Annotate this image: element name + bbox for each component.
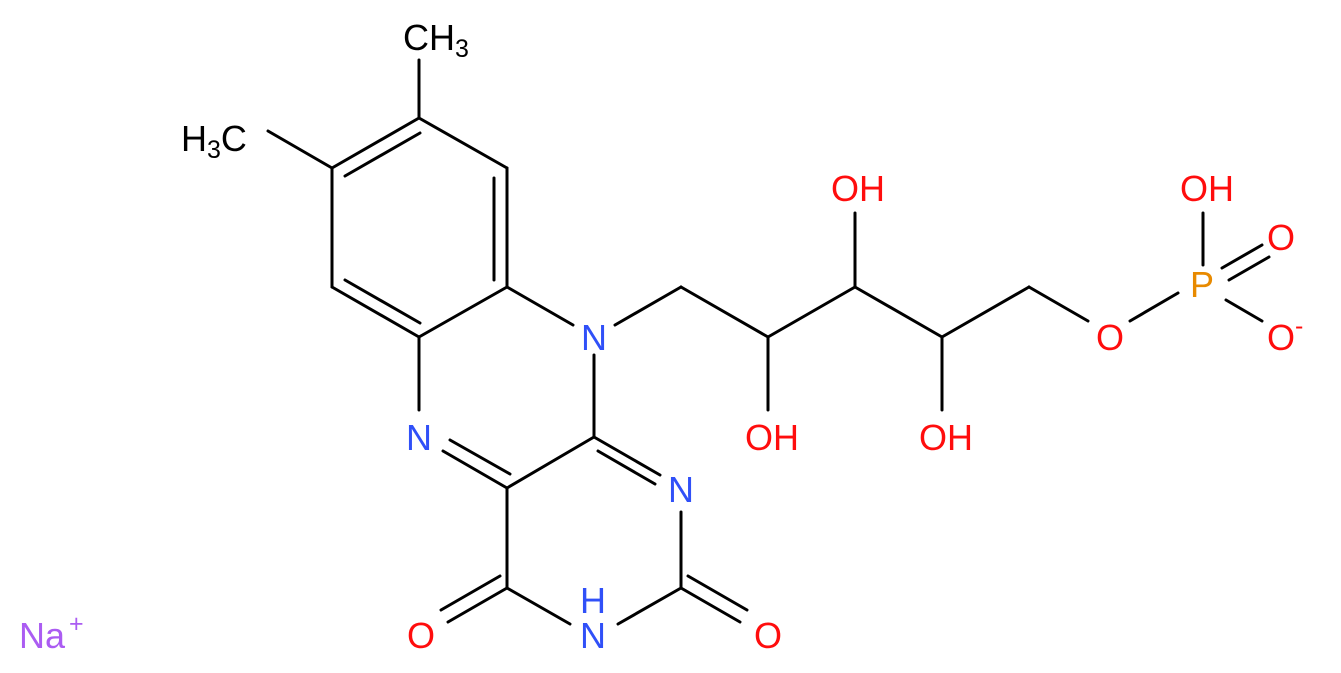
bond xyxy=(679,285,770,339)
bond-lines xyxy=(266,58,1271,626)
bond xyxy=(343,278,422,325)
sodium-cation: Na+ xyxy=(19,610,84,656)
methyl-group-left: H3C xyxy=(181,118,247,164)
bond xyxy=(940,285,1031,339)
imide-h: H xyxy=(580,580,606,621)
bond xyxy=(1027,285,1090,323)
bond xyxy=(330,116,421,170)
methyl-top-subscript: 3 xyxy=(455,35,469,63)
bond xyxy=(266,129,334,170)
bond xyxy=(446,586,509,624)
hydroxyl-upper: OH xyxy=(831,168,885,209)
bond xyxy=(592,435,662,477)
bond xyxy=(1224,298,1264,323)
imide-n: N xyxy=(580,615,606,656)
methyl-top-ch: CH xyxy=(403,17,455,58)
methyl-left-c: C xyxy=(221,118,247,159)
methyl-left-subscript: 3 xyxy=(207,136,221,164)
nitrogen-n1: N xyxy=(668,469,694,510)
nitrogen-n10: N xyxy=(581,317,607,358)
bond xyxy=(441,449,509,490)
hydroxyl-phosphate: OH xyxy=(1180,168,1234,209)
bond xyxy=(417,116,509,170)
bond xyxy=(343,131,422,178)
hydroxyl-lower-right: OH xyxy=(919,417,973,458)
hydroxyl-lower-left: OH xyxy=(745,417,799,458)
bond xyxy=(505,586,572,626)
oxygen-keto-c2: O xyxy=(754,615,782,656)
bond xyxy=(448,438,512,476)
bond xyxy=(616,586,683,626)
nitrogen-n5: N xyxy=(406,417,432,458)
bond xyxy=(330,285,421,339)
bond xyxy=(613,285,683,327)
oxygen-anion-o: O xyxy=(1267,317,1295,358)
bond xyxy=(417,285,509,339)
positive-charge: + xyxy=(69,610,84,638)
bond xyxy=(1128,291,1180,323)
bond xyxy=(1227,255,1271,282)
oxygen-keto-c4: O xyxy=(407,615,435,656)
bond xyxy=(596,449,657,486)
imide-nh: H N xyxy=(580,580,616,656)
bond xyxy=(505,285,575,327)
bond xyxy=(853,285,944,339)
bond xyxy=(1220,243,1264,270)
oxygen-anion: O- xyxy=(1267,312,1303,358)
phosphorus: P xyxy=(1190,264,1214,305)
bond xyxy=(679,586,742,624)
bond xyxy=(686,574,749,612)
sodium-symbol: Na xyxy=(19,615,66,656)
methyl-left-h: H xyxy=(181,118,207,159)
bond xyxy=(505,435,596,490)
atom-labels: CH3 H3C N N N H N O O OH OH OH O P OH O … xyxy=(19,17,1303,656)
oxygen-double-bond: O xyxy=(1267,217,1295,258)
oxygen-ester: O xyxy=(1096,317,1124,358)
bond xyxy=(439,574,502,612)
methyl-group-top: CH3 xyxy=(403,17,469,63)
negative-charge: - xyxy=(1295,312,1303,340)
bond xyxy=(766,285,857,339)
